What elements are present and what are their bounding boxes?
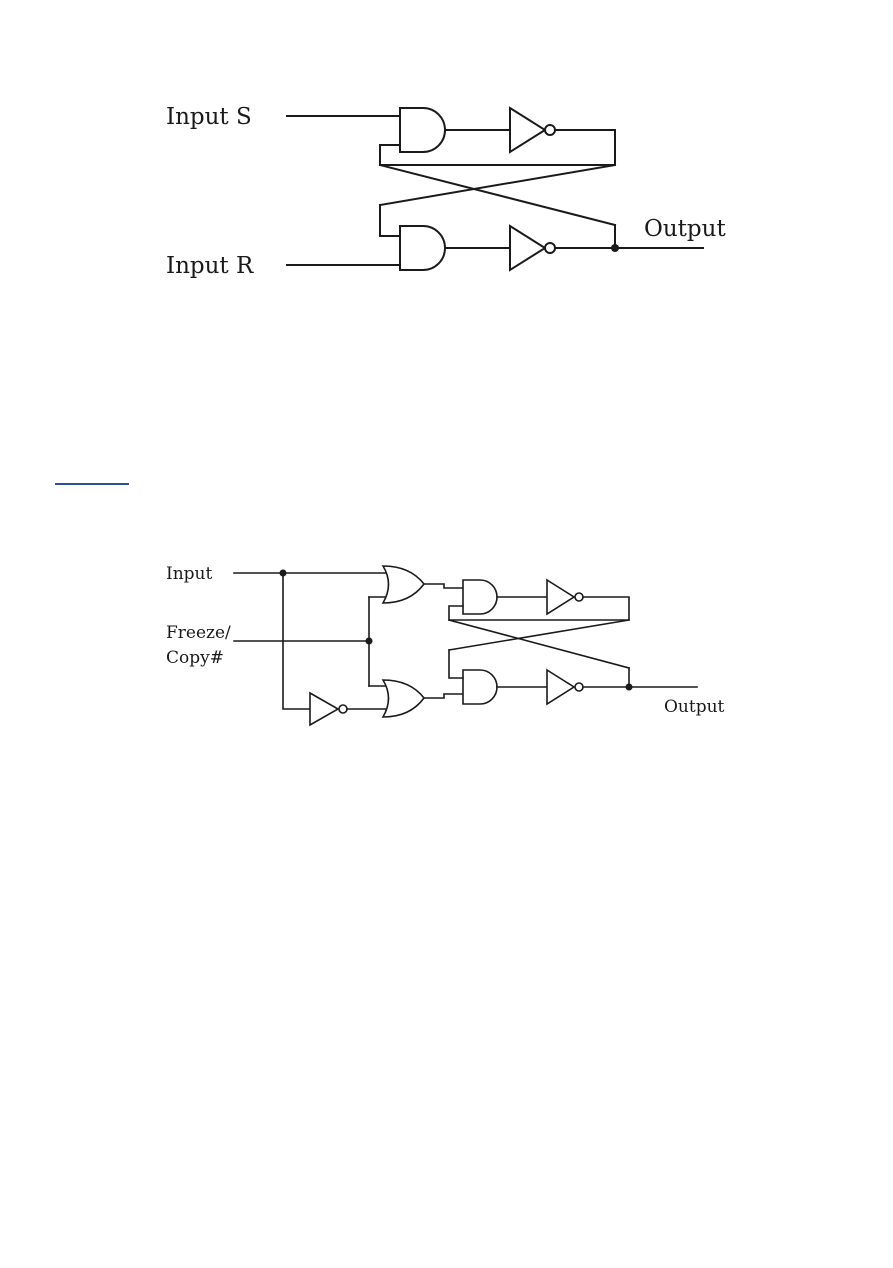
or-to-and-bottom-wire	[423, 693, 464, 699]
and-gate-bottom-2	[462, 669, 498, 705]
not-bubble-bottom-2	[574, 682, 584, 692]
not-bubble-top-2	[574, 592, 584, 602]
output-label: Output	[644, 216, 726, 242]
not-bubble-top	[544, 124, 556, 136]
and-gate-top	[399, 107, 446, 153]
bottom-feedback-wire-2	[448, 649, 464, 679]
not-gate-top-2	[546, 578, 576, 616]
not-bubble-bottom	[544, 242, 556, 254]
cross-wire-b-2	[448, 619, 630, 651]
cross-wire-b	[378, 163, 617, 207]
cross-wire-a	[378, 163, 617, 227]
sr-latch-diagram: Input S Input R Output	[166, 104, 726, 279]
not-gate-bottom-2	[546, 668, 576, 706]
input-s-label: Input S	[166, 104, 252, 130]
cross-wire-a-2	[448, 619, 630, 669]
and-gate-bottom	[399, 225, 446, 271]
input-label: Input	[166, 564, 212, 584]
gated-latch-diagram: Input Freeze/ Copy# Output	[166, 564, 725, 727]
output-label-2: Output	[664, 697, 725, 717]
not-gate-top	[509, 106, 547, 154]
input-r-label: Input R	[166, 253, 254, 279]
or-to-and-top-wire	[423, 583, 464, 589]
input-not-gate	[309, 691, 340, 727]
input-not-bubble	[338, 704, 348, 714]
and-gate-top-2	[462, 579, 498, 615]
top-feedback-wire	[379, 129, 616, 166]
or-gate-top	[381, 565, 426, 604]
input-to-not-wire	[282, 572, 311, 710]
copy-label: Copy#	[166, 648, 224, 668]
bottom-feedback-wire	[379, 204, 401, 237]
or-gate-bottom	[381, 679, 426, 718]
top-feedback-wire-2	[448, 596, 630, 621]
freeze-label: Freeze/	[166, 623, 231, 643]
output-junction-dot-2	[625, 683, 633, 691]
not-gate-bottom	[509, 224, 547, 272]
output-junction-dot	[611, 244, 619, 252]
